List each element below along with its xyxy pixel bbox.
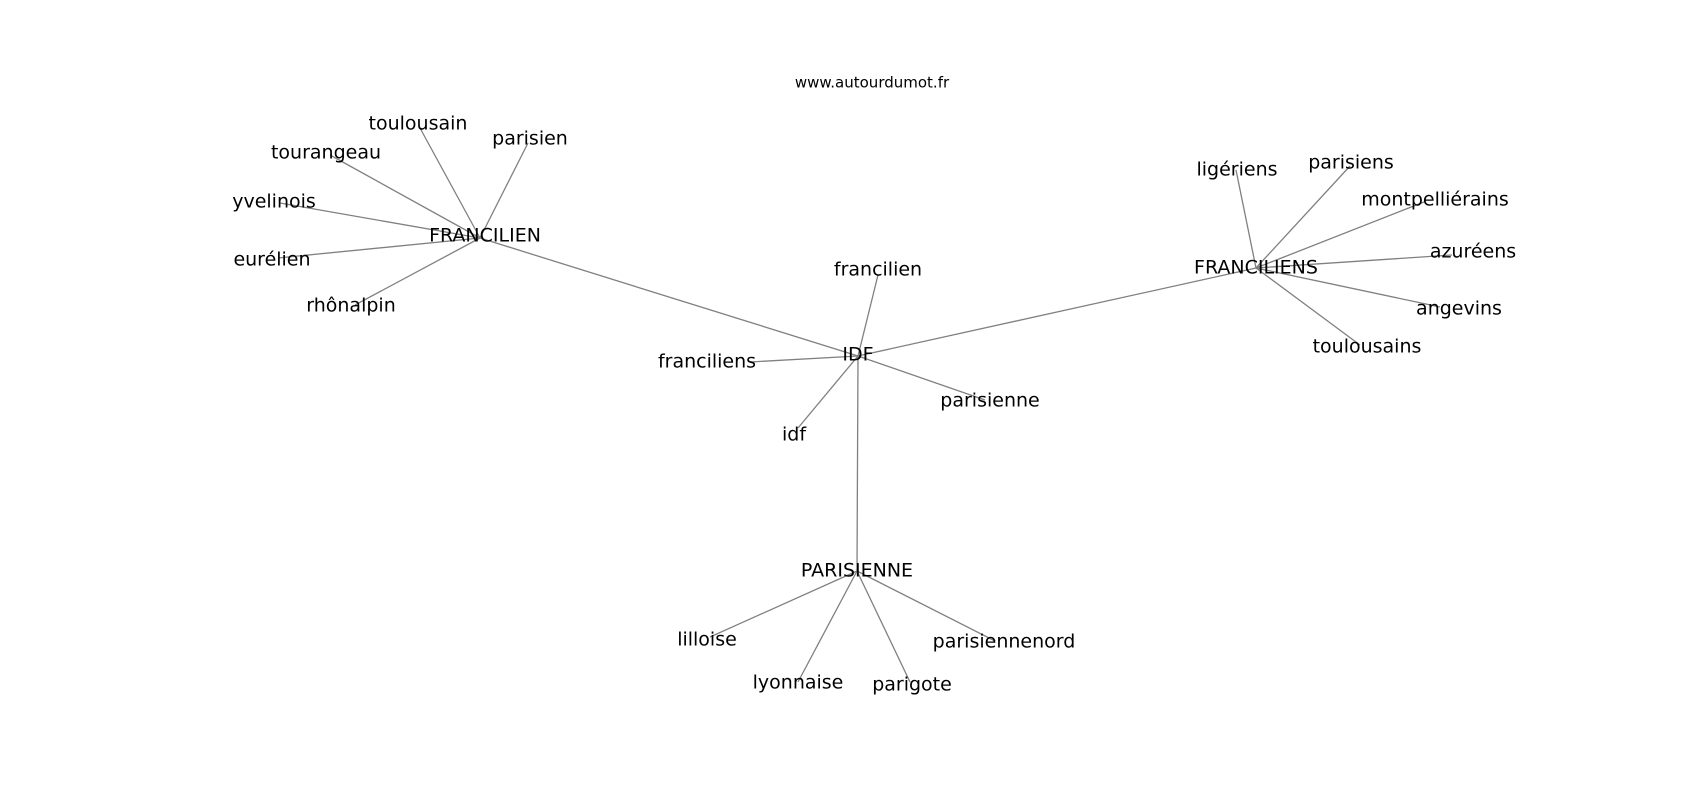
node-angevins: angevins bbox=[1416, 298, 1502, 320]
node-parigote: parigote bbox=[872, 674, 952, 696]
node-azureens: azuréens bbox=[1430, 241, 1516, 263]
edge-parisienne-parisiennenord bbox=[856, 570, 996, 642]
edge-francilien-eurelien bbox=[277, 237, 481, 259]
edge-franciliens-parisiens bbox=[1255, 165, 1351, 269]
node-parisiens: parisiens bbox=[1308, 152, 1394, 174]
edge-idf-franciliens bbox=[857, 267, 1257, 357]
edge-idf-parisienne bbox=[857, 355, 986, 401]
node-idf: IDF bbox=[842, 344, 873, 366]
edge-franciliens-ligeriens bbox=[1235, 169, 1257, 269]
node-tourangeau: tourangeau bbox=[271, 142, 381, 164]
labels-layer: IDF FRANCILIEN FRANCILIENS PARISIENNE franci… bbox=[232, 113, 1516, 696]
edge-idf-francilien bbox=[857, 274, 879, 357]
node-yvelinois: yvelinois bbox=[232, 191, 316, 213]
edge-idf-parisienne bbox=[856, 355, 859, 572]
edge-idf-francilien bbox=[479, 237, 859, 357]
node-toulousain: toulousain bbox=[369, 113, 468, 135]
node-parisienne: parisienne bbox=[940, 390, 1039, 412]
edge-parisienne-lilloise bbox=[709, 570, 858, 638]
node-eurelien: eurélien bbox=[233, 249, 310, 271]
node-rhonalpin: rhônalpin bbox=[306, 295, 396, 317]
edge-francilien-yvelinois bbox=[279, 202, 481, 239]
node-franciliens: FRANCILIENS bbox=[1194, 257, 1318, 279]
node-parisienne: PARISIENNE bbox=[801, 560, 913, 582]
node-parisien: parisien bbox=[492, 128, 568, 150]
node-lyonnaise: lyonnaise bbox=[753, 672, 844, 694]
node-toulousains: toulousains bbox=[1313, 336, 1422, 358]
node-parisiennenord: parisiennenord bbox=[933, 631, 1076, 653]
edge-franciliens-angevins bbox=[1255, 267, 1441, 308]
edge-francilien-rhonalpin bbox=[354, 237, 481, 306]
node-francilien: francilien bbox=[834, 259, 922, 281]
edge-parisienne-lyonnaise bbox=[797, 570, 858, 683]
edge-franciliens-montpellierains bbox=[1255, 201, 1425, 269]
edge-idf-franciliens bbox=[749, 355, 859, 363]
node-franciliens: franciliens bbox=[658, 351, 756, 373]
node-ligeriens: ligériens bbox=[1196, 159, 1277, 181]
edge-franciliens-toulousains bbox=[1255, 267, 1361, 346]
edge-francilien-tourangeau bbox=[329, 154, 481, 239]
edge-idf-idf bbox=[797, 355, 859, 429]
edge-parisienne-parigote bbox=[856, 570, 911, 683]
site-credit: www.autourdumot.fr bbox=[795, 74, 950, 92]
edges-layer bbox=[277, 127, 1453, 683]
edge-franciliens-azureens bbox=[1255, 254, 1453, 269]
node-montpellierains: montpelliérains bbox=[1361, 189, 1509, 211]
node-idf: idf bbox=[782, 424, 807, 446]
edge-francilien-parisien bbox=[479, 142, 529, 239]
node-lilloise: lilloise bbox=[677, 629, 737, 651]
node-francilien: FRANCILIEN bbox=[429, 225, 541, 247]
edge-francilien-toulousain bbox=[419, 127, 481, 239]
